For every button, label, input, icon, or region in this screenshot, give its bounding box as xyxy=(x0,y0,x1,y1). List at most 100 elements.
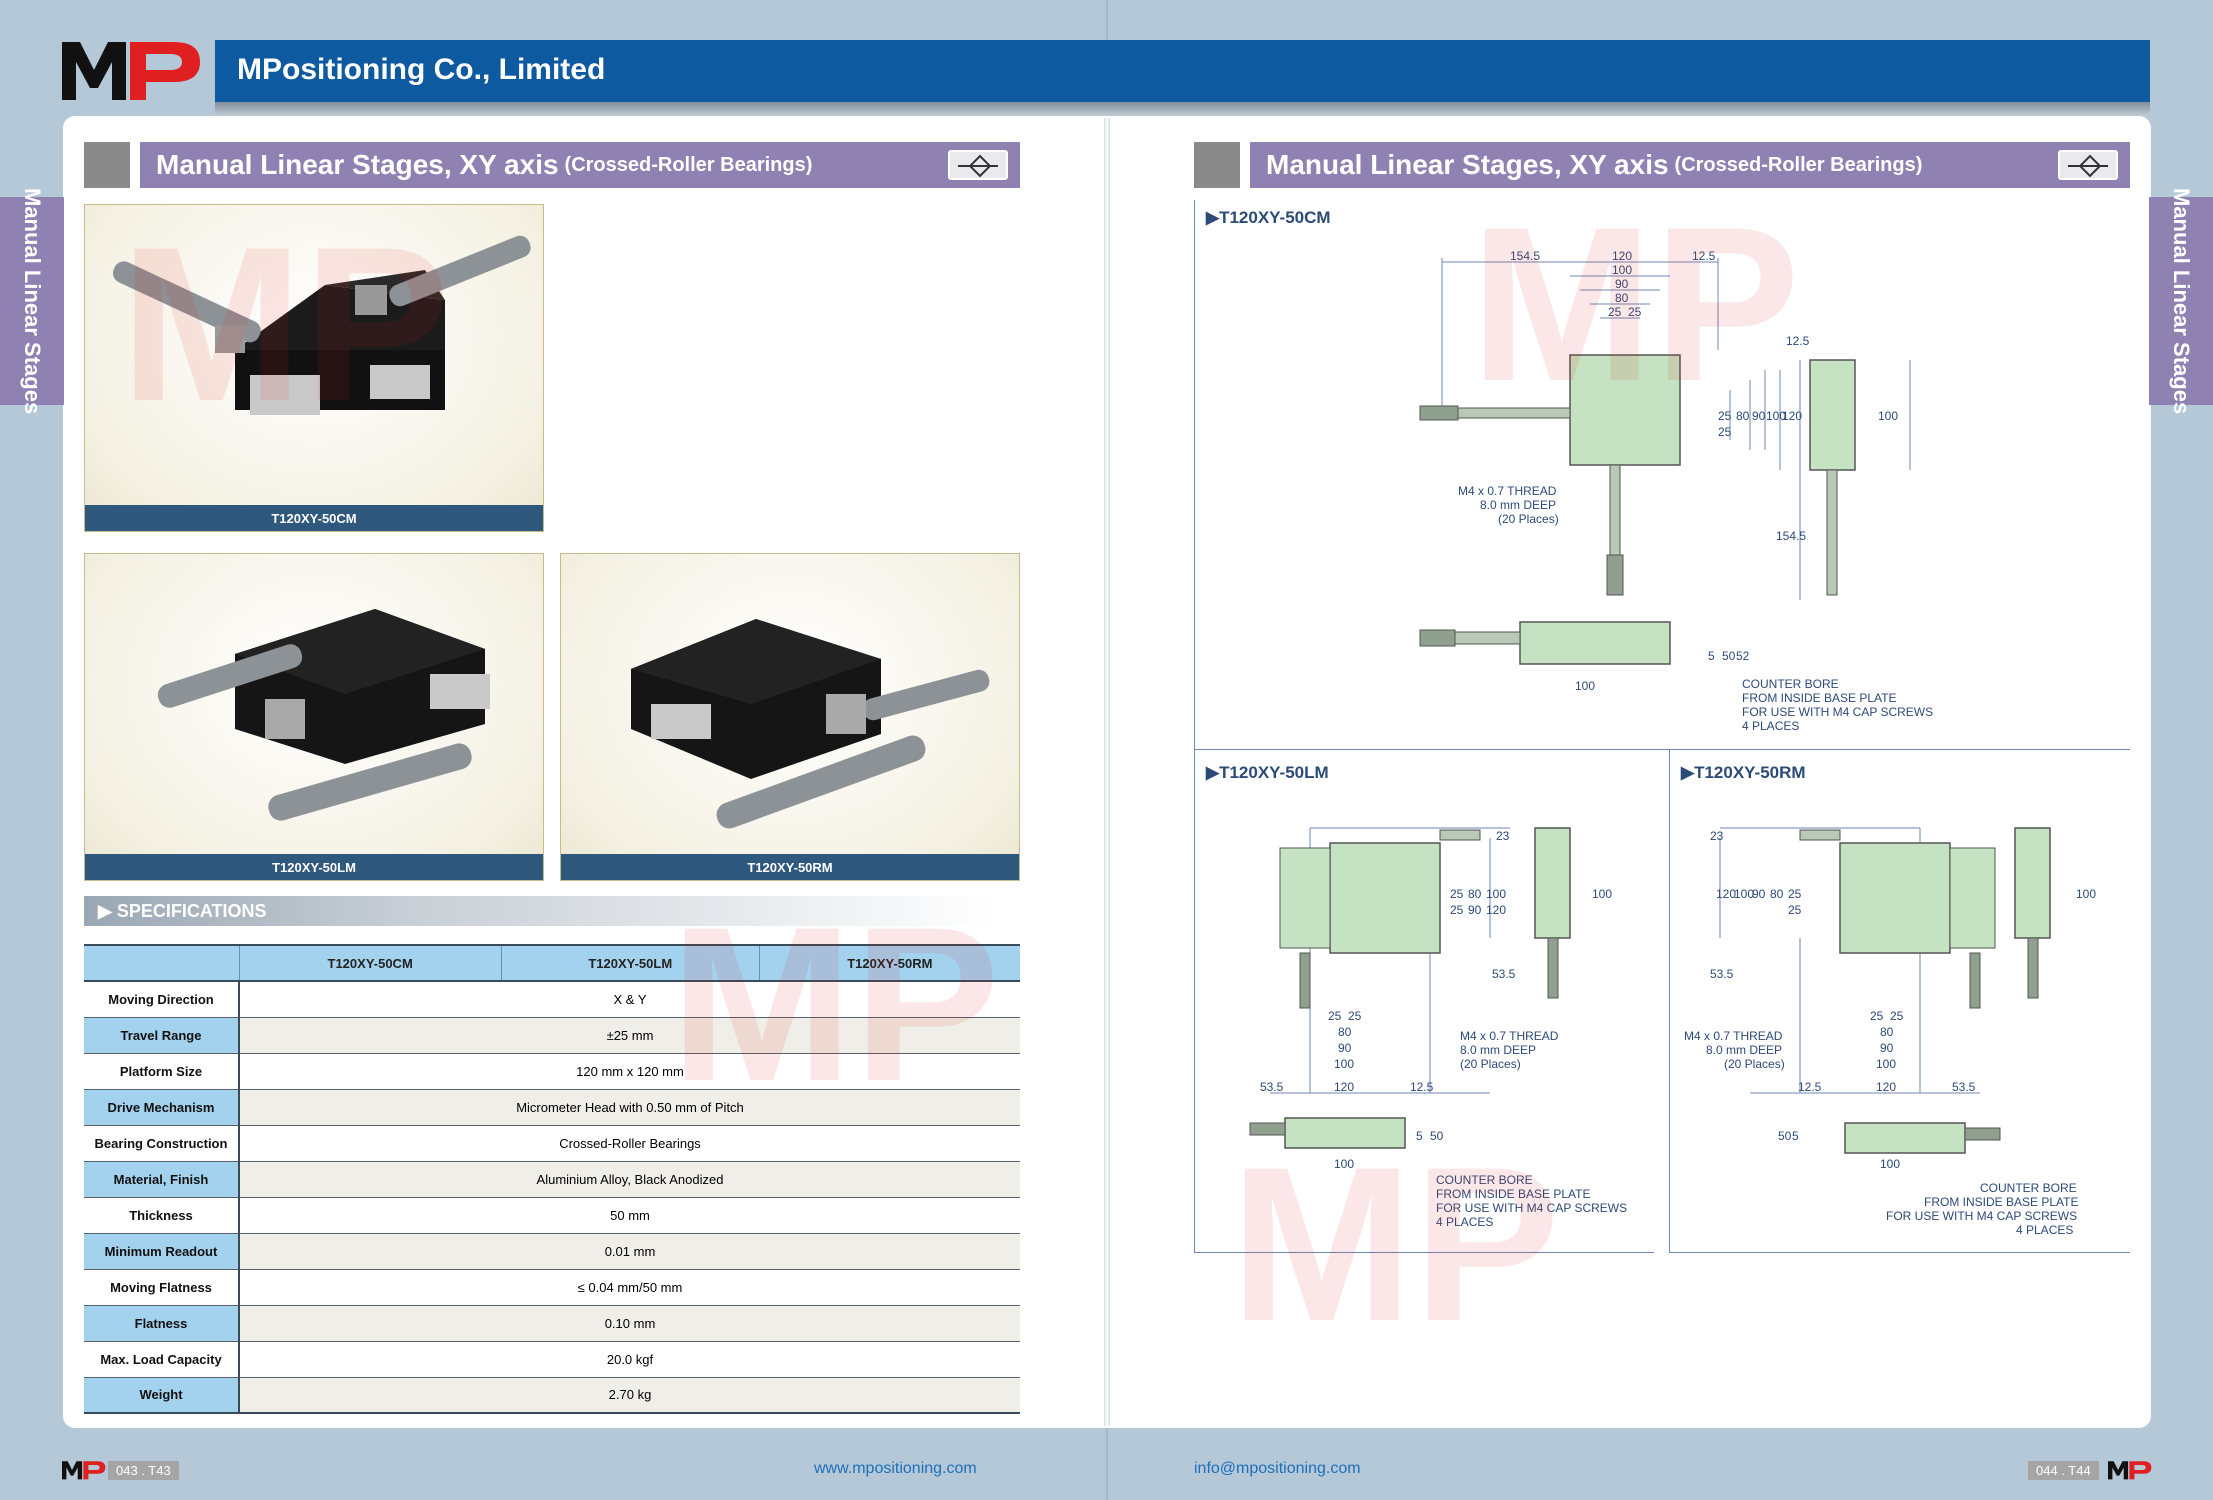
header-bar xyxy=(215,40,2150,102)
dim-text: 120 xyxy=(1486,903,1506,917)
dim-text: 100 xyxy=(1575,679,1595,693)
thread-note: (20 Places) xyxy=(1498,512,1559,526)
dim-text: 80 xyxy=(1770,887,1784,901)
bore-note: FROM INSIDE BASE PLATE xyxy=(1742,691,1896,705)
side-tab-left[interactable]: Manual Linear Stages xyxy=(0,188,64,414)
drawing-lm: 23 25 25 80 90 100 120 53.5 100 25 25 80… xyxy=(1249,827,1627,1229)
spec-label: Weight xyxy=(84,1377,240,1414)
dim-text: 100 xyxy=(1334,1157,1354,1171)
spec-label: Travel Range xyxy=(84,1017,240,1054)
spec-label: Bearing Construction xyxy=(84,1125,240,1162)
dim-text: 23 xyxy=(1496,829,1510,843)
bore-note: COUNTER BORE xyxy=(1742,677,1839,691)
spec-label: Material, Finish xyxy=(84,1161,240,1198)
website-link[interactable]: www.mpositioning.com xyxy=(814,1460,977,1477)
dim-text: 154.5 xyxy=(1510,249,1540,263)
dim-text: 53.5 xyxy=(1710,967,1734,981)
bore-note: FOR USE WITH M4 CAP SCREWS xyxy=(1886,1209,2077,1223)
spec-label: Drive Mechanism xyxy=(84,1089,240,1126)
spec-col-cm: T120XY-50CM xyxy=(239,944,502,982)
spec-col-lm: T120XY-50LM xyxy=(501,944,760,982)
spec-value: 2.70 kg xyxy=(239,1377,1020,1414)
bore-note: FOR USE WITH M4 CAP SCREWS xyxy=(1742,705,1933,719)
mp-logo xyxy=(62,42,200,100)
email-link[interactable]: info@mpositioning.com xyxy=(1194,1460,1361,1477)
drawing-frame-lm-bottom xyxy=(1194,1252,1654,1253)
section-title-left: Manual Linear Stages, XY axis xyxy=(156,149,559,180)
table-row: Moving Flatness≤ 0.04 mm/50 mm xyxy=(84,1269,1020,1306)
product-photo-lm: T120XY-50LM xyxy=(84,553,544,881)
dim-text: 80 xyxy=(1615,291,1629,305)
bore-note: COUNTER BORE xyxy=(1436,1173,1533,1187)
section-title-bar-left: Manual Linear Stages, XY axis (Crossed-R… xyxy=(140,142,1020,188)
header-shadow xyxy=(215,102,2150,116)
stage-photo-cm-illustration xyxy=(112,235,531,415)
dim-text: 90 xyxy=(1615,277,1629,291)
dim-text: 25 xyxy=(1890,1009,1904,1023)
xy-stage-icon xyxy=(2058,150,2118,180)
dim-text: 5 xyxy=(1708,649,1715,663)
table-row: Travel Range±25 mm xyxy=(84,1017,1020,1054)
spec-label: Platform Size xyxy=(84,1053,240,1090)
dim-text: 100 xyxy=(1612,263,1632,277)
dim-text: 25 xyxy=(1870,1009,1884,1023)
side-tab-right[interactable]: Manual Linear Stages xyxy=(2149,188,2213,414)
dim-text: 120 xyxy=(1334,1080,1354,1094)
thread-note: 8.0 mm DEEP xyxy=(1706,1043,1782,1057)
spec-label: Max. Load Capacity xyxy=(84,1341,240,1378)
thread-note: 8.0 mm DEEP xyxy=(1480,498,1556,512)
dim-text: 25 xyxy=(1788,887,1802,901)
dim-text: 100 xyxy=(1734,887,1754,901)
spec-label: Flatness xyxy=(84,1305,240,1342)
stage-photo-rm-illustration xyxy=(631,619,990,829)
dim-text: 100 xyxy=(1880,1157,1900,1171)
spec-value: ≤ 0.04 mm/50 mm xyxy=(239,1269,1020,1306)
side-tab-right-label: Manual Linear Stages xyxy=(2169,187,2194,415)
panel-divider xyxy=(1104,118,1110,1426)
dim-text: 12.5 xyxy=(1786,334,1810,348)
spec-label: Moving Flatness xyxy=(84,1269,240,1306)
section-title-bar-right: Manual Linear Stages, XY axis (Crossed-R… xyxy=(1250,142,2130,188)
spec-table-header: T120XY-50CM T120XY-50LM T120XY-50RM xyxy=(84,944,1020,982)
specifications-heading: ▶ SPECIFICATIONS xyxy=(84,896,994,926)
spec-label: Moving Direction xyxy=(84,981,240,1018)
section-marker-left xyxy=(84,142,130,188)
spec-label: Minimum Readout xyxy=(84,1233,240,1270)
spec-value: 50 mm xyxy=(239,1197,1020,1234)
drawing-frame-lm xyxy=(1194,750,1195,1253)
bore-note: FOR USE WITH M4 CAP SCREWS xyxy=(1436,1201,1627,1215)
dim-text: 120 xyxy=(1876,1080,1896,1094)
side-tab-left-label: Manual Linear Stages xyxy=(20,187,45,415)
dim-text: 12.5 xyxy=(1798,1080,1822,1094)
thread-note: (20 Places) xyxy=(1460,1057,1521,1071)
bore-note: COUNTER BORE xyxy=(1980,1181,2077,1195)
dim-text: 90 xyxy=(1338,1041,1352,1055)
dim-text: 154.5 xyxy=(1776,529,1806,543)
dim-text: 50 xyxy=(1778,1129,1792,1143)
dim-text: 100 xyxy=(1766,409,1786,423)
dim-text: 80 xyxy=(1338,1025,1352,1039)
footer-logo-right xyxy=(2108,1461,2152,1480)
spec-value: Micrometer Head with 0.50 mm of Pitch xyxy=(239,1089,1020,1126)
spec-value: Aluminium Alloy, Black Anodized xyxy=(239,1161,1020,1198)
dim-text: 80 xyxy=(1736,409,1750,423)
thread-note: (20 Places) xyxy=(1724,1057,1785,1071)
dim-text: 5 xyxy=(1416,1129,1423,1143)
dim-text: 25 xyxy=(1450,903,1464,917)
drawing-frame-rm-bottom xyxy=(1669,1252,2130,1253)
dim-text: 23 xyxy=(1710,829,1724,843)
dim-text: 50 xyxy=(1722,649,1736,663)
spec-value: Crossed-Roller Bearings xyxy=(239,1125,1020,1162)
section-subtitle-right: (Crossed-Roller Bearings) xyxy=(1674,153,1923,176)
dim-text: 100 xyxy=(1878,409,1898,423)
product-photo-cm: T120XY-50CM xyxy=(84,204,544,532)
bore-note: 4 PLACES xyxy=(1742,719,1799,733)
spec-label: Thickness xyxy=(84,1197,240,1234)
stage-photo-lm-illustration xyxy=(157,609,490,821)
photo-caption-rm: T120XY-50RM xyxy=(561,854,1019,880)
